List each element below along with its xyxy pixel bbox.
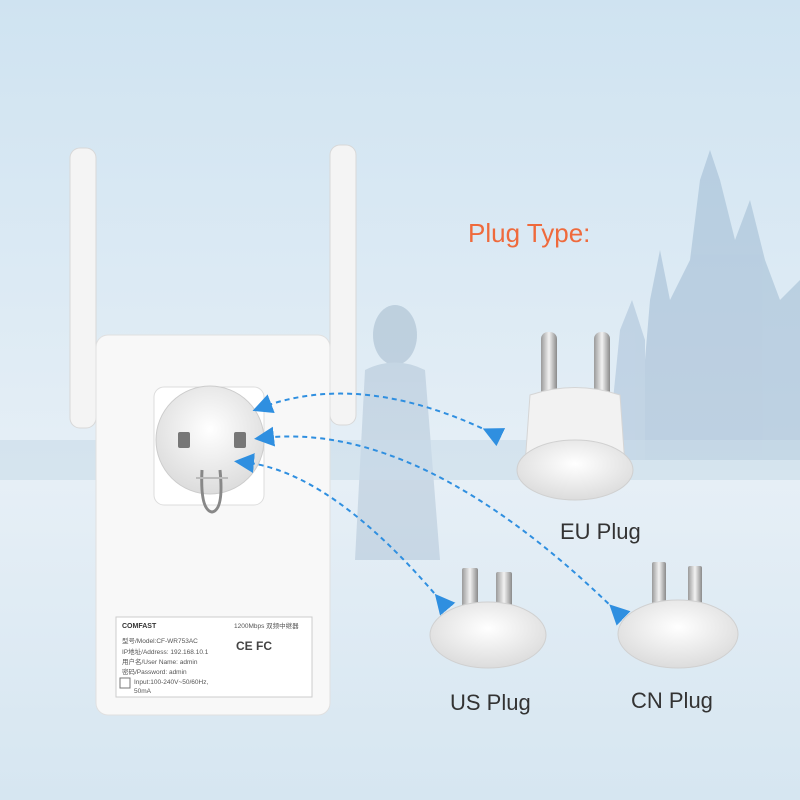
repeater-device: COMFAST 1200Mbps 双频中继器 型号/Model:CF-WR753… [95, 334, 331, 716]
sticker-current: 50mA [134, 688, 152, 695]
sticker-brand: COMFAST [122, 623, 157, 630]
eu-plug-label: EU Plug [560, 519, 641, 544]
device-sticker [115, 616, 313, 698]
arrow-to-cn [254, 426, 631, 626]
plug-type-title: Plug Type: [468, 218, 591, 248]
double-insulation-icon [119, 677, 131, 689]
socket-ground [200, 469, 223, 514]
antenna-left [69, 147, 97, 429]
sticker-address: IP地址/Address: 192.168.10.1 [122, 647, 209, 656]
eu-plug [516, 332, 634, 501]
sticker-password: 密码/Password: admin [122, 667, 187, 676]
antenna-right [329, 144, 357, 426]
sticker-input: Input:100-240V~50/60Hz, [134, 679, 208, 686]
background-person [355, 305, 440, 560]
us-plug-label: US Plug [450, 690, 531, 715]
background-castle [610, 150, 800, 460]
arrow-to-us [234, 453, 456, 616]
cn-plug [617, 562, 739, 669]
sticker-certs: CE FC [236, 639, 272, 653]
sticker-user: 用户名/User Name: admin [122, 657, 198, 666]
arrow-to-eu [252, 392, 506, 447]
socket-hole-right [234, 432, 246, 448]
arrows [234, 392, 631, 626]
cn-plug-label: CN Plug [631, 688, 713, 713]
us-plug [429, 568, 547, 669]
sticker-speed: 1200Mbps 双频中继器 [234, 621, 299, 630]
sticker-model: 型号/Model:CF-WR753AC [122, 636, 198, 645]
socket-hole-left [178, 432, 190, 448]
